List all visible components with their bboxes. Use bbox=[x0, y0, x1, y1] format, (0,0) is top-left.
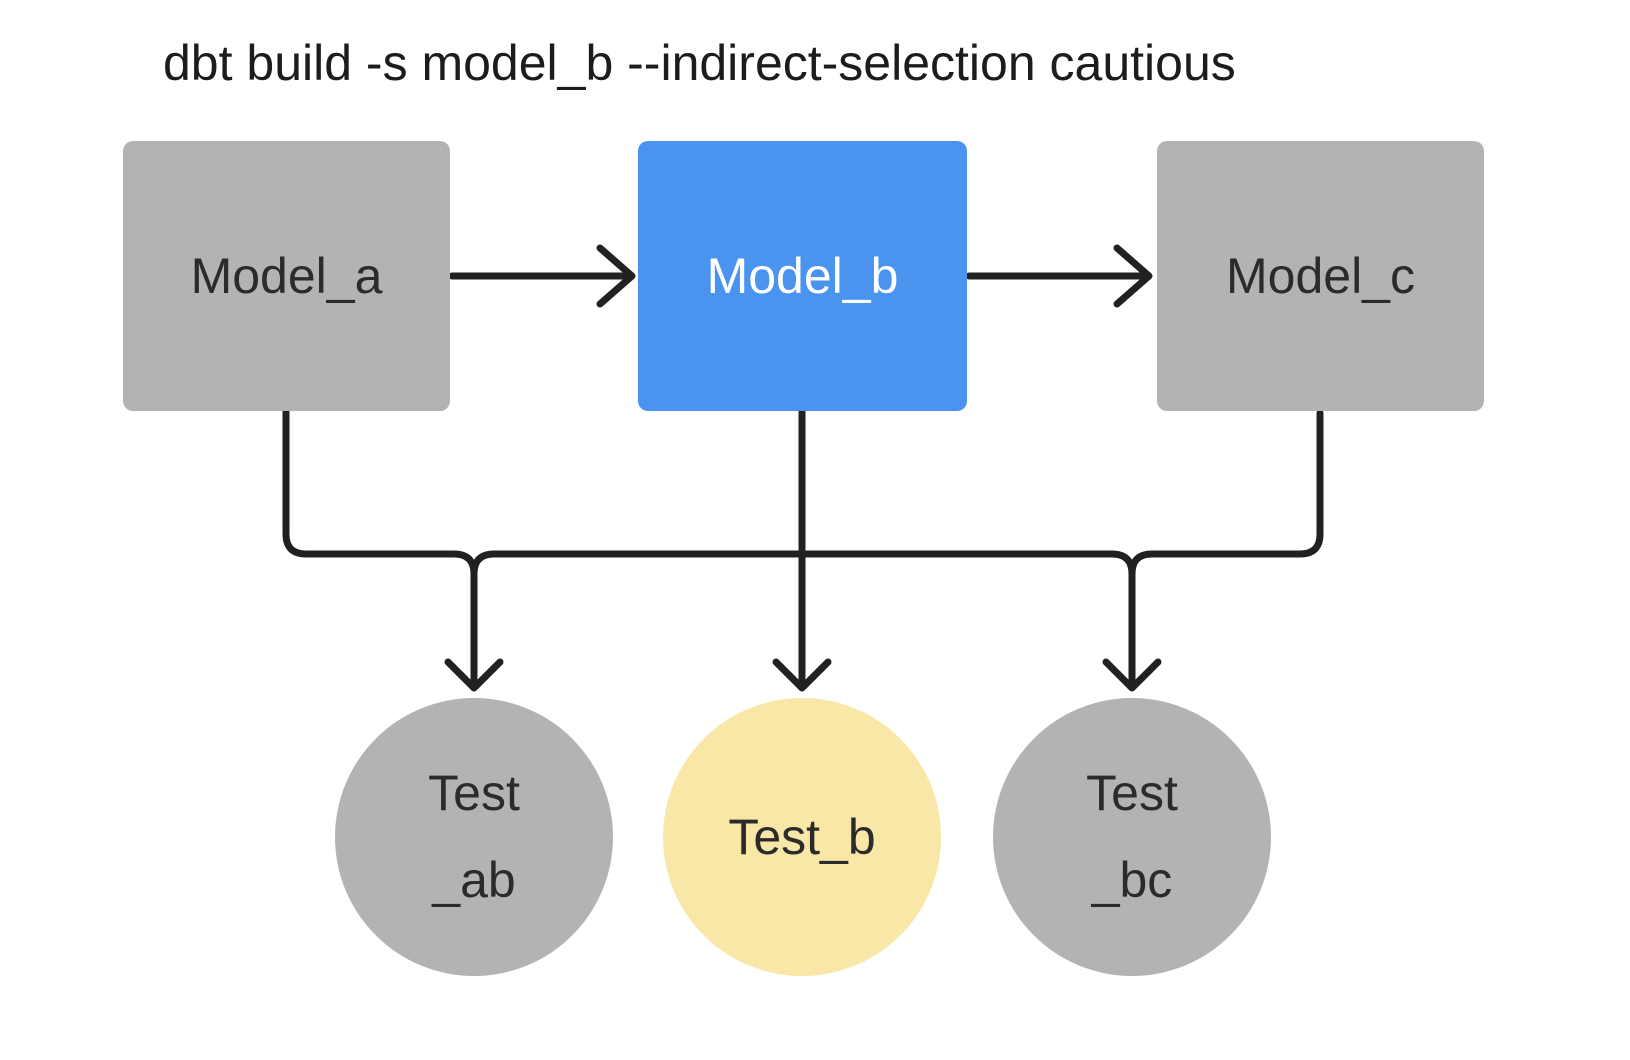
arrowhead-model-b bbox=[596, 244, 636, 308]
edge-model-a-to-test-ab bbox=[282, 407, 478, 688]
node-test-b: Test_b bbox=[663, 698, 941, 976]
node-model-b-label: Model_b bbox=[706, 247, 899, 304]
node-model-a: Model_a bbox=[123, 141, 450, 411]
node-test-bc-label-line1: Test bbox=[1086, 765, 1178, 821]
node-model-a-label: Model_a bbox=[190, 247, 383, 304]
node-test-bc: Test _bc bbox=[993, 698, 1271, 976]
node-model-c: Model_c bbox=[1157, 141, 1484, 411]
node-test-ab-label-line2: _ab bbox=[432, 852, 516, 908]
node-test-b-label-line1: Test_b bbox=[728, 808, 876, 865]
node-model-b: Model_b bbox=[638, 141, 967, 411]
arrowhead-model-c bbox=[1113, 244, 1153, 308]
node-test-ab: Test _ab bbox=[335, 698, 613, 976]
node-test-ab-label-line1: Test bbox=[428, 765, 520, 821]
edge-model-c-to-test-bc bbox=[1128, 409, 1324, 688]
node-test-bc-label-line2: _bc bbox=[1091, 852, 1173, 908]
arrowhead-test-ab bbox=[444, 658, 504, 692]
diagram-title: dbt build -s model_b --indirect-selectio… bbox=[163, 35, 1236, 91]
arrowhead-test-b bbox=[772, 658, 832, 692]
node-model-c-label: Model_c bbox=[1226, 247, 1415, 304]
arrowhead-test-bc bbox=[1102, 658, 1162, 692]
